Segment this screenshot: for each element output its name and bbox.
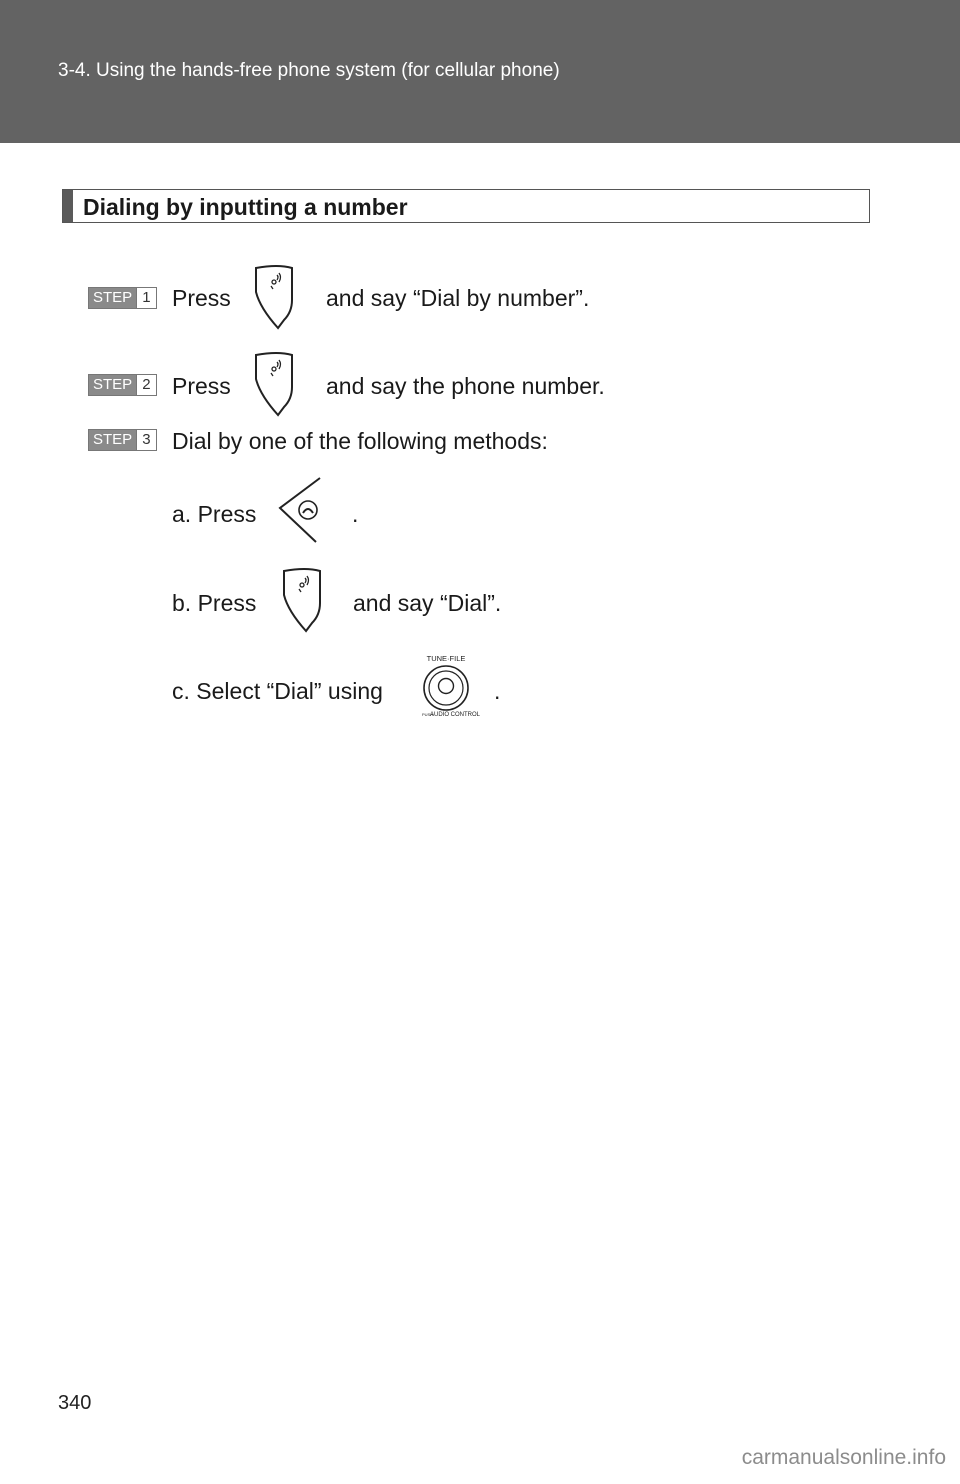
step-word: STEP <box>89 375 137 395</box>
method-b-suffix: and say “Dial”. <box>353 590 502 616</box>
page-header: 3-4. Using the hands-free phone system (… <box>0 0 960 143</box>
step-1-suffix: and say “Dial by number”. <box>326 285 590 311</box>
step-badge-1: STEP 1 <box>88 287 157 309</box>
talk-switch-icon <box>283 568 321 633</box>
method-c-prefix: c. Select “Dial” using <box>172 678 383 704</box>
step-number: 3 <box>136 430 156 450</box>
knob-top-label: TUNE·FILE <box>427 654 466 663</box>
talk-switch-icon <box>255 352 293 417</box>
method-c-suffix: . <box>494 678 501 704</box>
tune-file-knob-icon: TUNE·FILE PUSH AUDIO CONTROL <box>422 654 481 718</box>
knob-push-label: PUSH <box>422 712 433 717</box>
step-word: STEP <box>89 288 137 308</box>
step-number: 2 <box>136 375 156 395</box>
section-title: Dialing by inputting a number <box>83 194 408 220</box>
step-badge-2: STEP 2 <box>88 374 157 396</box>
knob-bottom-label: AUDIO CONTROL <box>430 712 481 718</box>
page-number: 340 <box>58 1392 92 1414</box>
method-a-suffix: . <box>352 501 359 527</box>
watermark: carmanualsonline.info <box>741 1446 946 1469</box>
section-heading: Dialing by inputting a number <box>62 189 870 223</box>
off-hook-switch-icon <box>278 477 321 543</box>
step-3-text: Dial by one of the following methods: <box>172 428 548 454</box>
method-b-prefix: b. Press <box>172 590 257 616</box>
talk-switch-icon <box>255 265 293 330</box>
step-2-suffix: and say the phone number. <box>326 373 605 399</box>
step-word: STEP <box>89 430 137 450</box>
step-2-prefix: Press <box>172 373 231 399</box>
method-a-prefix: a. Press <box>172 501 257 527</box>
step-badge-3: STEP 3 <box>88 429 157 451</box>
step-number: 1 <box>136 288 156 308</box>
heading-accent <box>63 190 73 222</box>
chapter-title: 3-4. Using the hands-free phone system (… <box>58 60 560 81</box>
step-1-prefix: Press <box>172 285 231 311</box>
